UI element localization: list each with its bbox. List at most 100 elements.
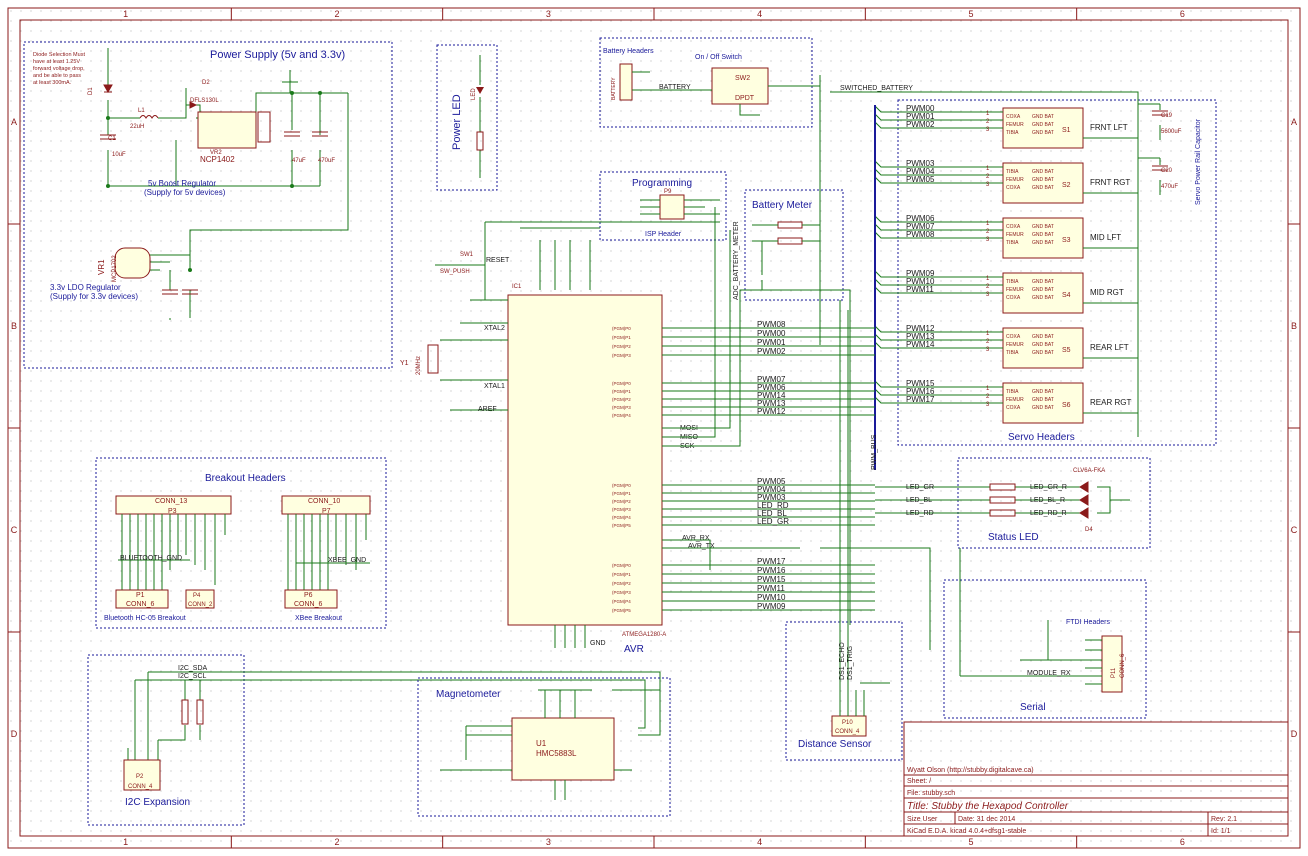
avr-net-label: PWM12 <box>757 407 786 416</box>
svg-text:NCP1402: NCP1402 <box>200 155 235 164</box>
svg-text:3: 3 <box>986 347 990 353</box>
title-block: Wyatt Olson (http://stubby.digitalcave.c… <box>903 721 1289 837</box>
servo-gnd-label: GND BAT <box>1032 185 1054 191</box>
svg-text:1: 1 <box>986 276 990 282</box>
svg-text:Diode Selection Must: Diode Selection Must <box>33 52 85 58</box>
svg-text:CONN_13: CONN_13 <box>155 498 187 505</box>
avr-net-label: PWM17 <box>757 557 786 566</box>
frame-row-label: B <box>11 321 17 331</box>
avr-pin: (PGM)P3 <box>612 405 631 410</box>
svg-text:FTDI Headers: FTDI Headers <box>1066 619 1110 626</box>
svg-text:CONN_4: CONN_4 <box>835 729 860 735</box>
frame-row-label: B <box>1291 321 1297 331</box>
svg-text:CONN_6: CONN_6 <box>1120 653 1126 678</box>
servo-position-label: FRNT LFT <box>1090 123 1128 132</box>
svg-text:PWM_BUS: PWM_BUS <box>871 434 878 470</box>
servo-pin-label: COXA <box>1006 405 1021 411</box>
svg-text:VR1: VR1 <box>97 259 106 275</box>
svg-text:Servo Headers: Servo Headers <box>1008 432 1075 443</box>
avr-pin: (PGM)P5 <box>612 523 631 528</box>
frame-col-label: 1 <box>123 9 128 19</box>
servo-net-label: PWM02 <box>906 120 935 129</box>
svg-text:470uF: 470uF <box>318 158 335 164</box>
svg-text:C20: C20 <box>1161 168 1173 174</box>
frame-row-label: A <box>11 117 17 127</box>
avr-pin: (PGM)P4 <box>612 413 631 418</box>
avr-net-label: PWM00 <box>757 329 786 338</box>
frame-row-label: D <box>11 729 18 739</box>
svg-text:RESET: RESET <box>486 257 510 264</box>
svg-text:AVR: AVR <box>624 644 644 655</box>
svg-text:2: 2 <box>986 119 990 125</box>
svg-text:10uF: 10uF <box>112 152 126 158</box>
frame-ticks <box>8 8 1300 848</box>
tb-rev: Rev: 2.1 <box>1211 816 1237 823</box>
svg-text:Servo Power Rail Capacitor: Servo Power Rail Capacitor <box>1195 118 1202 205</box>
servo-net-label: PWM01 <box>906 112 935 121</box>
svg-text:P1: P1 <box>136 592 145 599</box>
svg-text:470uF: 470uF <box>1161 184 1178 190</box>
avr-pin: (PGM)P3 <box>612 507 631 512</box>
avr-pin: (PGM)P3 <box>612 590 631 595</box>
svg-text:D2: D2 <box>202 80 210 86</box>
avr-pin: (PGM)P0 <box>612 483 631 488</box>
servo-gnd-label: GND BAT <box>1032 114 1054 120</box>
servo-gnd-label: GND BAT <box>1032 240 1054 246</box>
svg-text:C1: C1 <box>108 136 116 142</box>
serial-section: FTDI Headers Serial P11 CONN_6 MODULE_RX <box>943 548 1147 719</box>
servo-pin-label: COXA <box>1006 334 1021 340</box>
svg-text:3: 3 <box>986 292 990 298</box>
frame-col-label: 5 <box>968 9 973 19</box>
svg-text:GND: GND <box>590 640 606 647</box>
servo-gnd-label: GND BAT <box>1032 169 1054 175</box>
frame-col-label: 4 <box>757 9 762 19</box>
avr-pin: (PGM)P4 <box>612 515 631 520</box>
avr-net-label: PWM02 <box>757 347 786 356</box>
svg-text:I2C_SCL: I2C_SCL <box>178 673 207 680</box>
frame-col-label: 6 <box>1180 837 1185 847</box>
frame-col-label: 3 <box>546 9 551 19</box>
svg-text:SW2: SW2 <box>735 75 750 82</box>
svg-text:P6: P6 <box>304 592 313 599</box>
svg-text:XTAL2: XTAL2 <box>484 325 505 332</box>
status-led-section: Status LED CLV6A-FKA D4 LED_GR LED_BL LE… <box>875 457 1151 549</box>
frame-col-label: 1 <box>123 837 128 847</box>
avr-net-label: PWM04 <box>757 485 786 494</box>
servo-gnd-label: GND BAT <box>1032 177 1054 183</box>
servo-gnd-label: GND BAT <box>1032 405 1054 411</box>
frame-row-label: C <box>1291 525 1298 535</box>
svg-text:ATMEGA1280-A: ATMEGA1280-A <box>622 632 666 638</box>
tb-sheet: Sheet: / <box>907 778 931 785</box>
servo-pin-label: COXA <box>1006 295 1021 301</box>
frame-col-label: 6 <box>1180 9 1185 19</box>
frame-row-label: C <box>11 525 18 535</box>
svg-text:P7: P7 <box>322 508 331 515</box>
svg-text:P2: P2 <box>136 774 144 780</box>
svg-text:IC1: IC1 <box>512 284 522 290</box>
svg-text:MODULE_RX: MODULE_RX <box>1027 670 1071 677</box>
svg-text:I2C Expansion: I2C Expansion <box>125 797 190 808</box>
servo-pin-label: FEMUR <box>1006 397 1024 403</box>
servo-gnd-label: GND BAT <box>1032 295 1054 301</box>
svg-text:1: 1 <box>986 166 990 172</box>
svg-text:On / Off Switch: On / Off Switch <box>695 54 742 61</box>
servo-pin-label: TIBIA <box>1006 279 1019 285</box>
avr-net-label: PWM09 <box>757 602 786 611</box>
svg-text:BATTERY: BATTERY <box>659 84 691 91</box>
tb-title: Title: Stubby the Hexapod Controller <box>907 801 1069 812</box>
servo-net-label: PWM04 <box>906 167 935 176</box>
svg-text:(Supply for 5v devices): (Supply for 5v devices) <box>144 188 226 197</box>
svg-text:Breakout Headers: Breakout Headers <box>205 473 286 484</box>
svg-text:2: 2 <box>986 284 990 290</box>
svg-text:at least 300mA.: at least 300mA. <box>33 80 72 86</box>
svg-text:ADC_BATTERY_METER: ADC_BATTERY_METER <box>733 221 740 300</box>
svg-text:P9: P9 <box>664 189 672 195</box>
svg-text:2: 2 <box>986 394 990 400</box>
frame-row-label: A <box>1291 117 1297 127</box>
avr-pin: (PGM)P0 <box>612 563 631 568</box>
svg-text:D1: D1 <box>88 87 94 95</box>
avr-net-label: PWM03 <box>757 493 786 502</box>
frame-col-label: 2 <box>334 837 339 847</box>
